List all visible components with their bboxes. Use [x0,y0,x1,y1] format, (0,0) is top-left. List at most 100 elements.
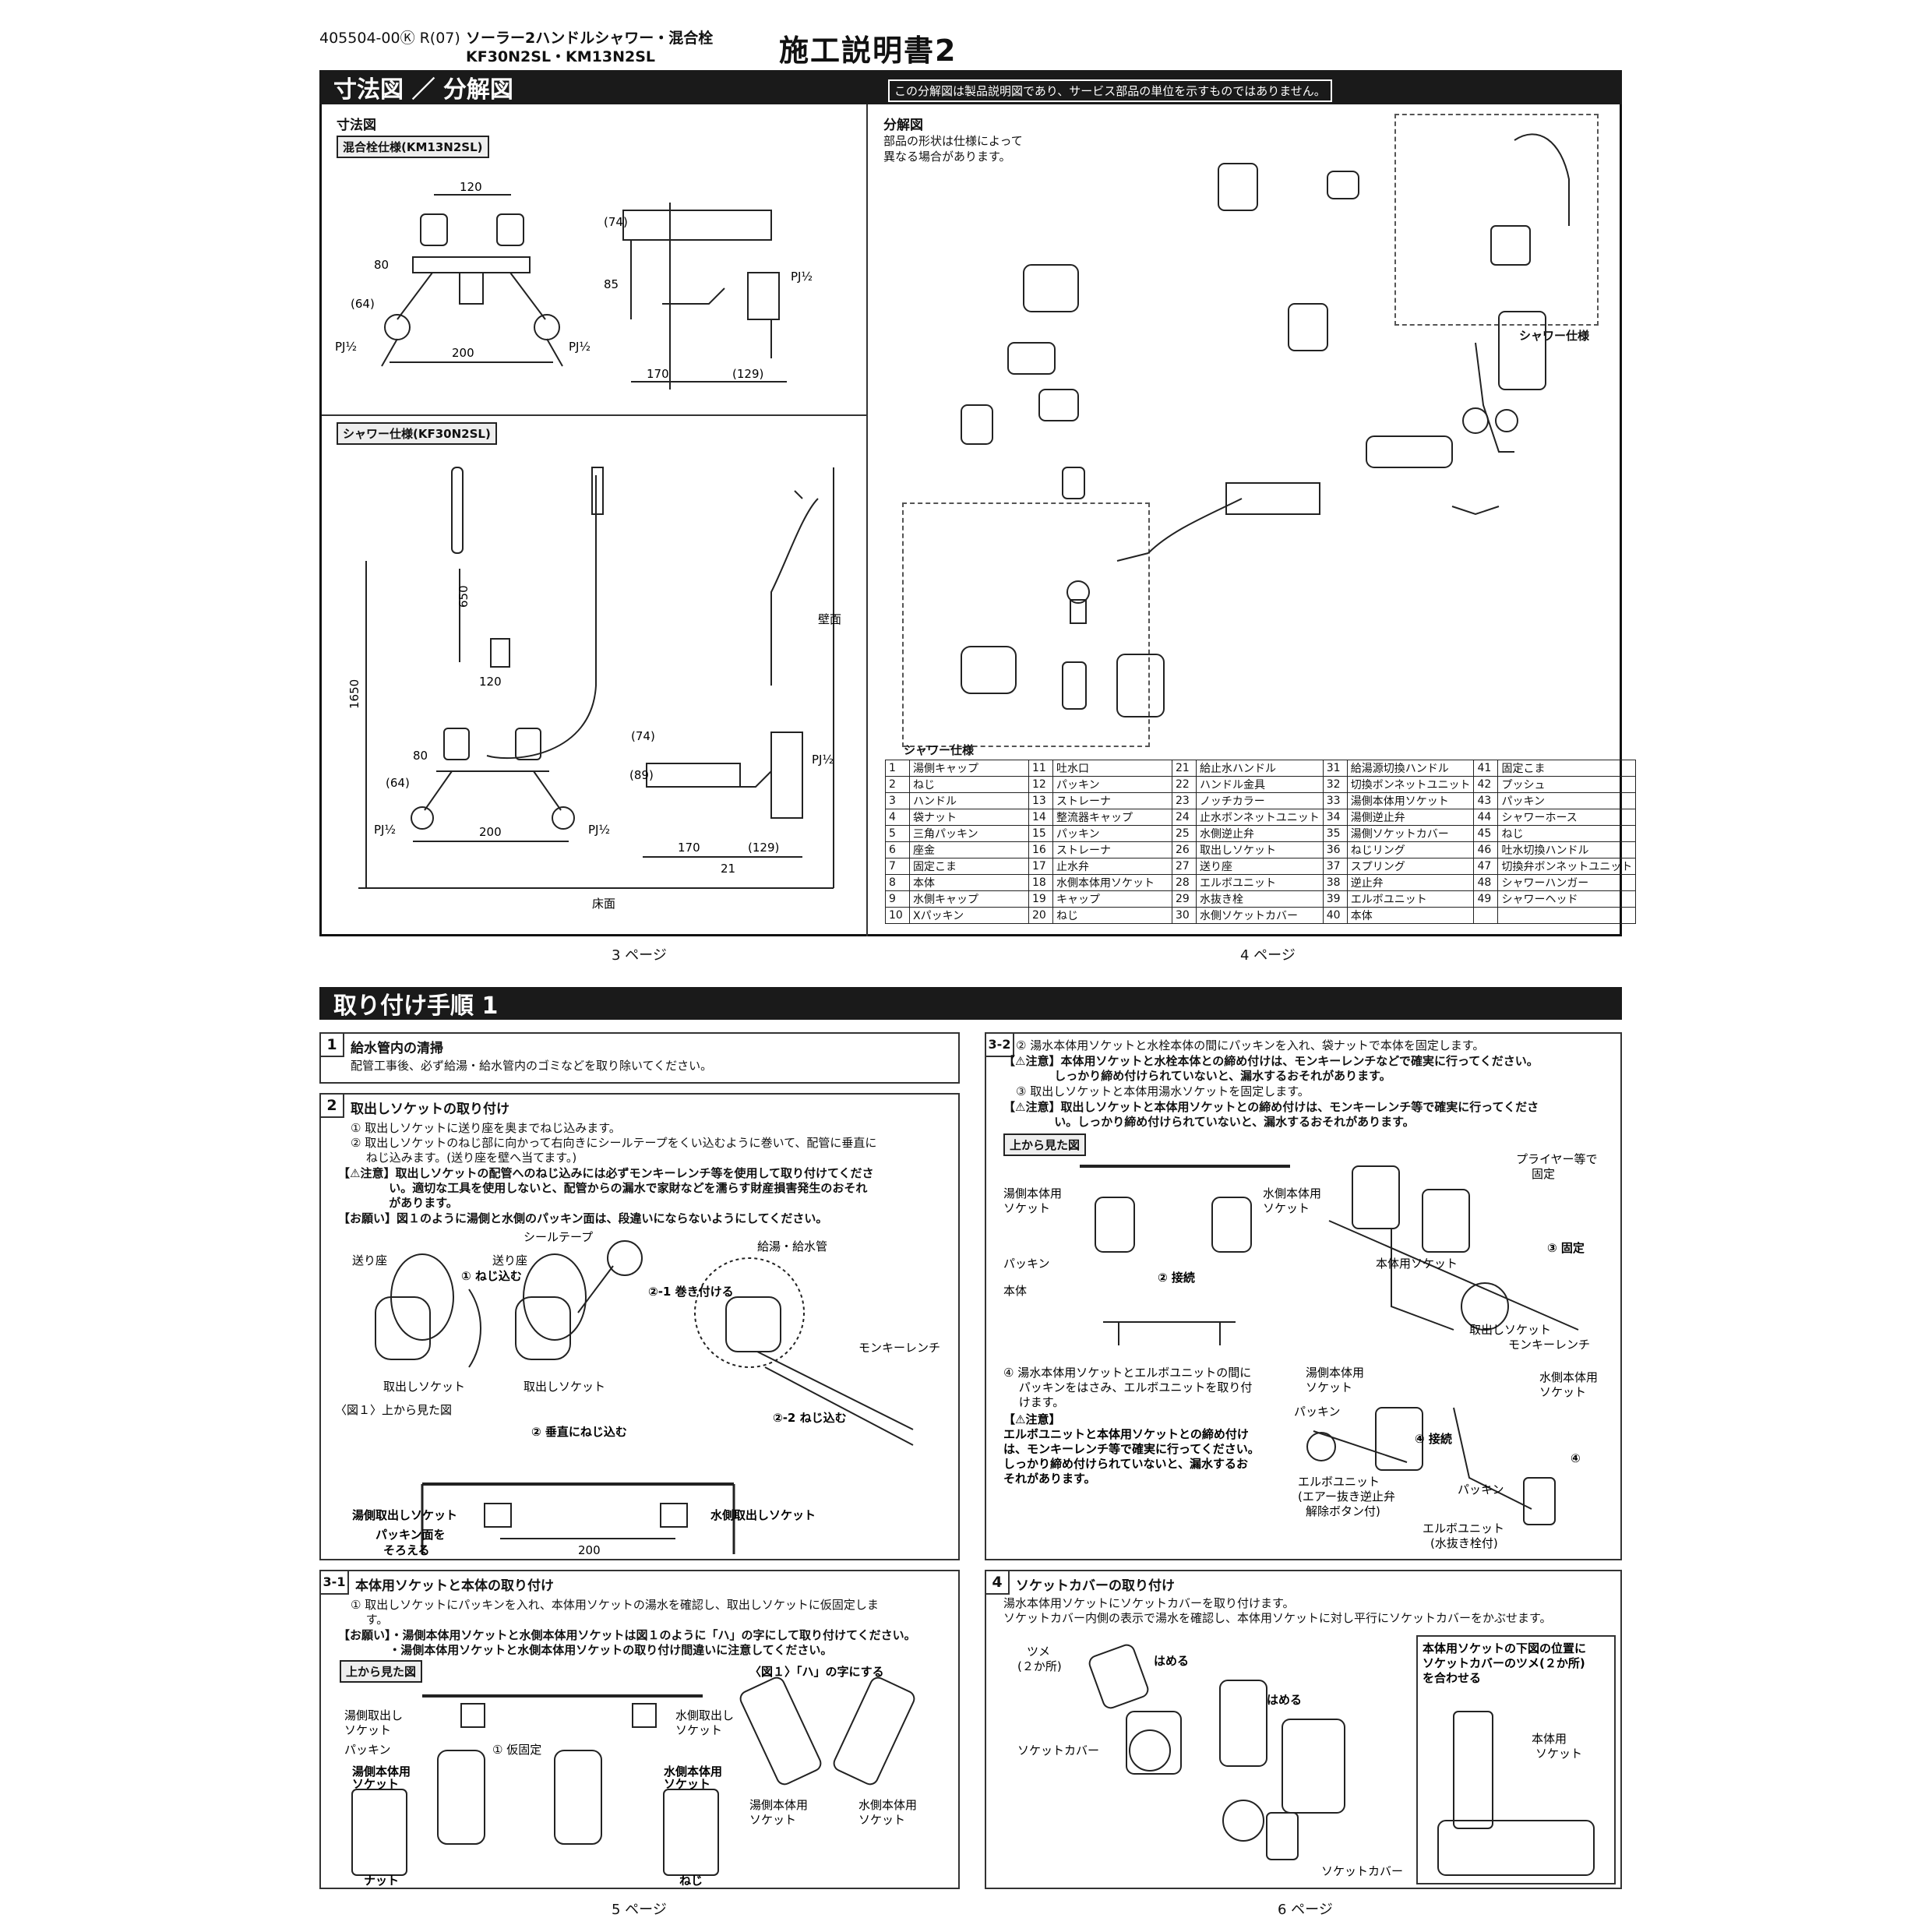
part-name [1497,907,1637,924]
section-dimensions-note: この分解図は製品説明図であり、サービス部品の単位を示すものではありません。 [888,79,1332,102]
part-name: Xパッキン [909,907,1029,924]
part-number: 5 [885,825,910,842]
part-name: エルボユニット [1196,874,1324,891]
page-number: 6 ページ [1278,1902,1333,1918]
hot-body-socket-label: 湯側本体用 [352,1765,411,1779]
cold-body-socket-label: 水側本体用 [1263,1186,1321,1200]
part-name: 給止水ハンドル [1196,760,1324,777]
part-number: 6 [885,841,910,858]
wrench-label: モンキーレンチ [1508,1338,1590,1352]
part-name: 止水ボンネットユニット [1196,809,1324,826]
part-number: 22 [1172,776,1197,793]
wall-label: 壁面 [818,612,841,626]
hameru-label: はめる [1267,1693,1302,1707]
step-number: 2 [321,1095,344,1118]
product-name: ソーラー2ハンドルシャワー・混合栓 [466,30,714,47]
step-text: けます。 [1003,1395,1064,1409]
dim-21: 21 [721,862,735,876]
hameru-label: はめる [1154,1654,1189,1668]
dim-129: (129) [748,841,779,855]
wrap-label: ②-1 巻き付ける [648,1285,734,1299]
dim-64: (64) [386,776,410,790]
screw2-label: ②-2 ねじ込む [773,1411,847,1425]
part-name: 切換弁ボンネットユニット [1497,858,1637,875]
caution-text: は、モンキーレンチ等で確実に行ってください。 [1003,1442,1260,1456]
step-title: 本体用ソケットと本体の取り付け [355,1578,554,1594]
part-name: ハンドル [909,792,1029,809]
dim-89: (89) [629,768,654,782]
part-name: 固定こま [1497,760,1637,777]
caution-text: しっかり締め付けられていないと、漏水するお [1003,1457,1248,1471]
hot-body-socket-label: ソケット [1306,1380,1352,1394]
section-dimensions-title: 寸法図 ／ 分解図 [333,76,513,104]
part-number: 40 [1322,907,1348,924]
dim-1650: 1650 [347,679,361,709]
part-number: 29 [1172,890,1197,908]
part-number: 38 [1322,874,1348,891]
cold-body-socket-label: ソケット [1539,1385,1586,1399]
section-install-header: 取り付け手順 1 [319,987,1622,1020]
part-name: キャップ [1052,890,1172,908]
step2-drawing: シールテープ 送り座 送り座 ① ねじ込む ②-1 巻き付ける 給湯・給水管 モ… [335,1230,940,1557]
part-number: 3 [885,792,910,809]
part-number: 28 [1172,874,1197,891]
part-name: ねじリング [1346,841,1475,858]
part-number: 43 [1473,792,1499,809]
exploded-note: 異なる場合があります。 [883,150,1011,164]
part-number: 37 [1322,858,1348,875]
part-name: 送り座 [1196,858,1324,875]
exploded-heading: 分解図 [883,118,923,133]
dim-74: (74) [604,215,628,229]
cold-body-socket-label: ソケット [858,1813,905,1827]
packing-label: パッキン [344,1743,391,1757]
connect-label: ② 接続 [1158,1271,1195,1285]
part-name: 固定こま [909,858,1029,875]
part-name: スプリング [1346,858,1475,875]
part-number: 21 [1172,760,1197,777]
part-number: 45 [1473,825,1499,842]
body-socket-label: 本体用 [1532,1732,1567,1746]
step-number: 4 [986,1571,1010,1595]
nut-label: ナット [364,1874,399,1888]
part-number: 41 [1473,760,1499,777]
dim-170: 170 [678,841,700,855]
part-name: パッキン [1052,825,1172,842]
step-text: パッキンをはさみ、エルボユニットを取り付 [1003,1380,1252,1394]
dim-120: 120 [460,180,482,194]
part-number: 2 [885,776,910,793]
step-text: 配管工事後、必ず給湯・給水管内のゴミなどを取り除いてください。 [351,1059,713,1073]
part-number: 12 [1028,776,1053,793]
part-number: 19 [1028,890,1053,908]
part-name: 袋ナット [909,809,1029,826]
part-name: 座金 [909,841,1029,858]
part-number: 11 [1028,760,1053,777]
pj-label: PJ½ [791,270,813,284]
part-number: 44 [1473,809,1499,826]
part-number: 17 [1028,858,1053,875]
body-socket-label: ソケット [1535,1747,1582,1761]
pj-label: PJ½ [335,340,357,354]
mixer-dimension-drawing: 120 80 (64) 200 PJ½ PJ½ (74) 85 PJ½ 170 … [335,180,813,390]
out-socket-label: 取出しソケット [1469,1323,1551,1337]
part-number: 34 [1322,809,1348,826]
divider [322,414,866,416]
dim-170: 170 [647,367,669,381]
step4-drawing: ツメ (２か所) はめる はめる ソケットカバー ソケットカバー 本体用ソケット… [1017,1641,1595,1878]
request-text: 【お願い】図１のように湯側と水側のパッキン面は、段違いにならないようにしてくださ… [338,1211,828,1225]
part-name: シャワーホース [1497,809,1637,826]
step-text: 湯水本体用ソケットにソケットカバーを取り付けます。 [1003,1596,1295,1610]
caution-text: エルボユニットと本体用ソケットとの締め付け [1003,1427,1249,1441]
mixer-spec-label: 混合栓仕様(KM13N2SL) [337,136,489,158]
part-name: ストレーナ [1052,792,1172,809]
hot-out-socket-label: ソケット [344,1723,391,1737]
pj-label: PJ½ [812,753,834,767]
request-text: 【お願い】・湯側本体用ソケットと水側本体用ソケットは図１のように「ハ」の字にして… [338,1628,916,1642]
